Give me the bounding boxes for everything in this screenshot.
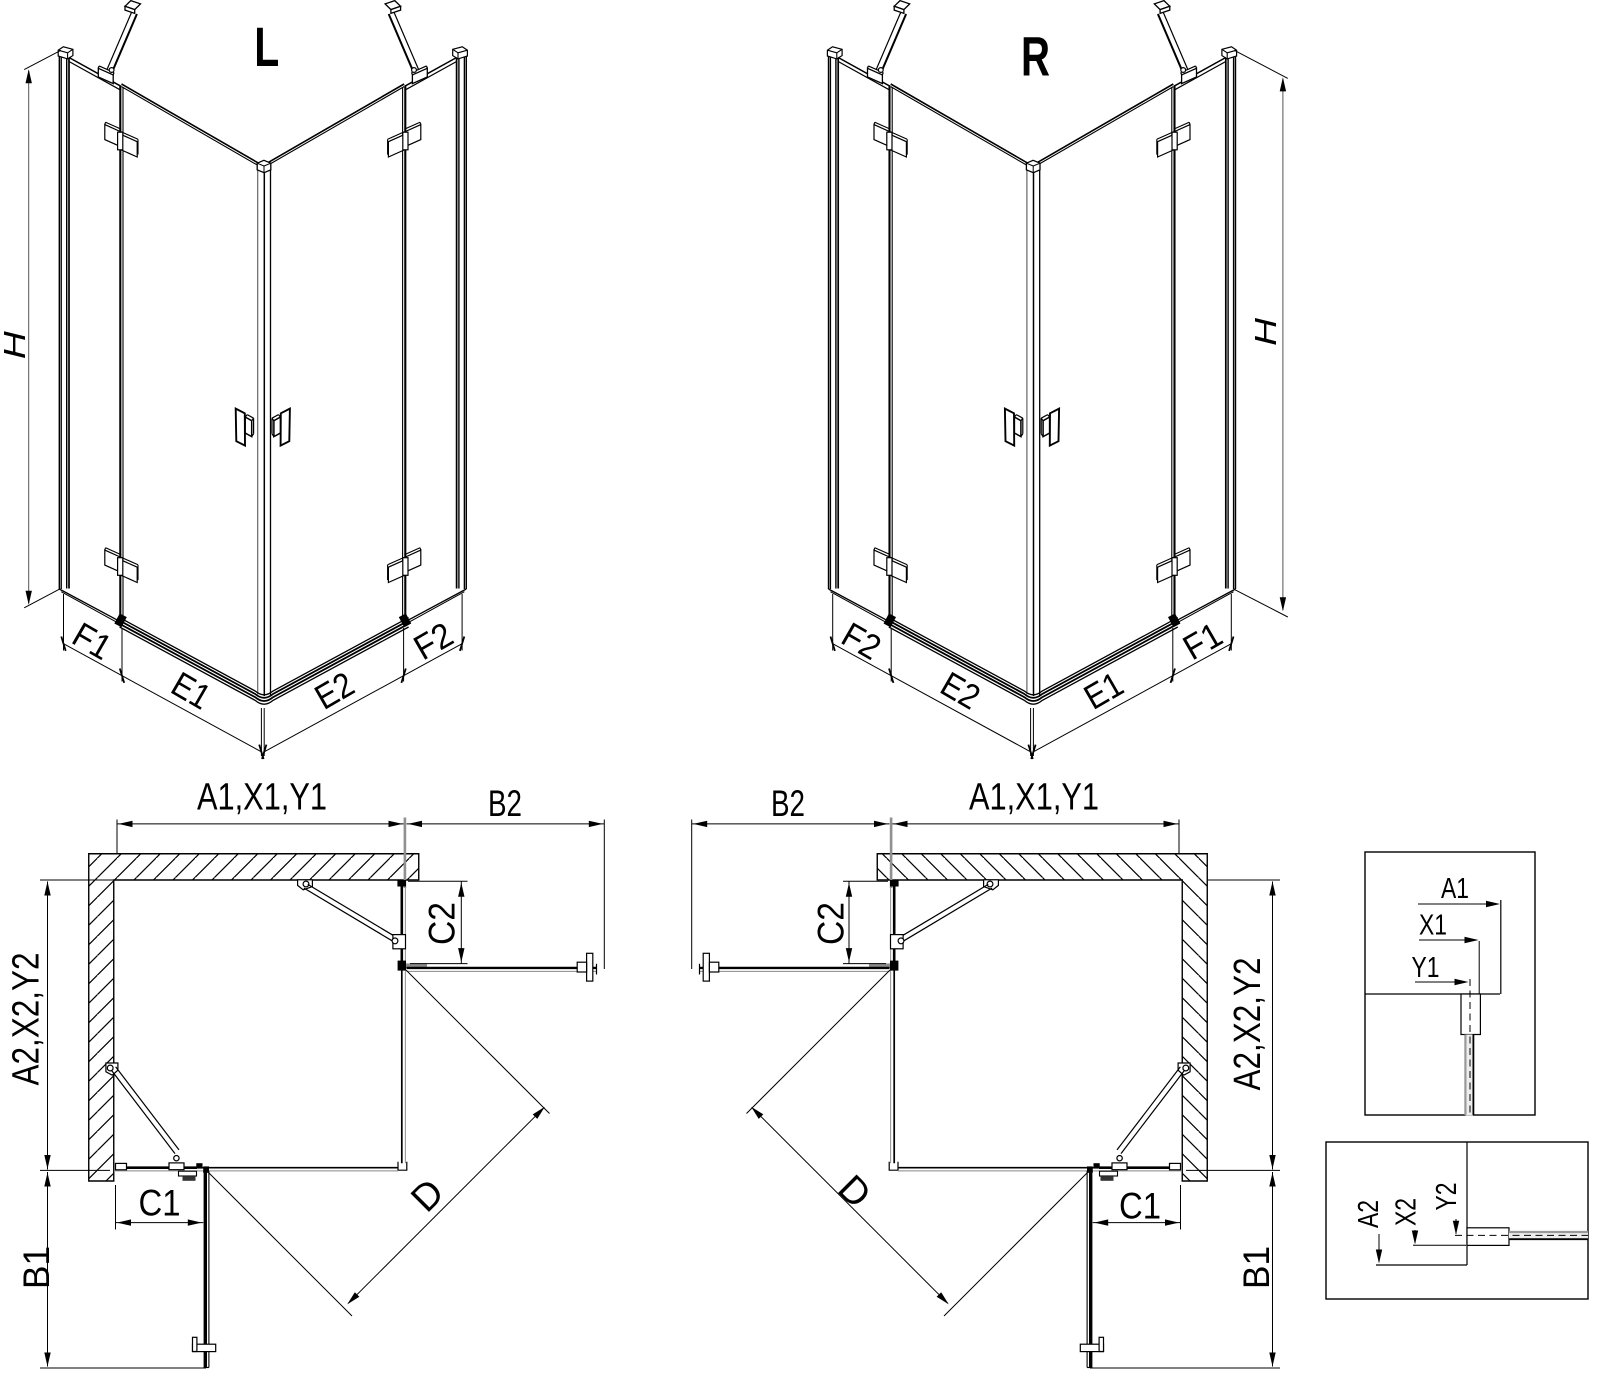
svg-text:B1: B1 — [16, 1246, 57, 1289]
svg-text:Y1: Y1 — [1412, 952, 1440, 984]
svg-text:A2,X2,Y2: A2,X2,Y2 — [1227, 958, 1269, 1091]
svg-text:C2: C2 — [422, 902, 463, 945]
svg-text:A2,X2,Y2: A2,X2,Y2 — [6, 953, 48, 1086]
svg-text:A1: A1 — [1441, 873, 1469, 905]
svg-text:C1: C1 — [1119, 1186, 1161, 1227]
svg-text:X2: X2 — [1391, 1198, 1423, 1226]
svg-text:R: R — [1021, 25, 1050, 88]
svg-text:C1: C1 — [139, 1183, 181, 1224]
svg-text:Y2: Y2 — [1431, 1183, 1463, 1211]
svg-text:A1,X1,Y1: A1,X1,Y1 — [197, 777, 327, 819]
svg-text:H: H — [0, 331, 32, 360]
svg-text:C2: C2 — [811, 902, 852, 945]
svg-text:B2: B2 — [488, 783, 522, 824]
svg-text:A1,X1,Y1: A1,X1,Y1 — [969, 777, 1099, 819]
svg-text:B2: B2 — [771, 783, 805, 824]
svg-text:A2: A2 — [1353, 1200, 1385, 1228]
svg-text:B1: B1 — [1236, 1246, 1277, 1289]
svg-text:H: H — [1248, 317, 1283, 346]
svg-text:X1: X1 — [1419, 910, 1447, 942]
svg-text:L: L — [254, 15, 279, 78]
